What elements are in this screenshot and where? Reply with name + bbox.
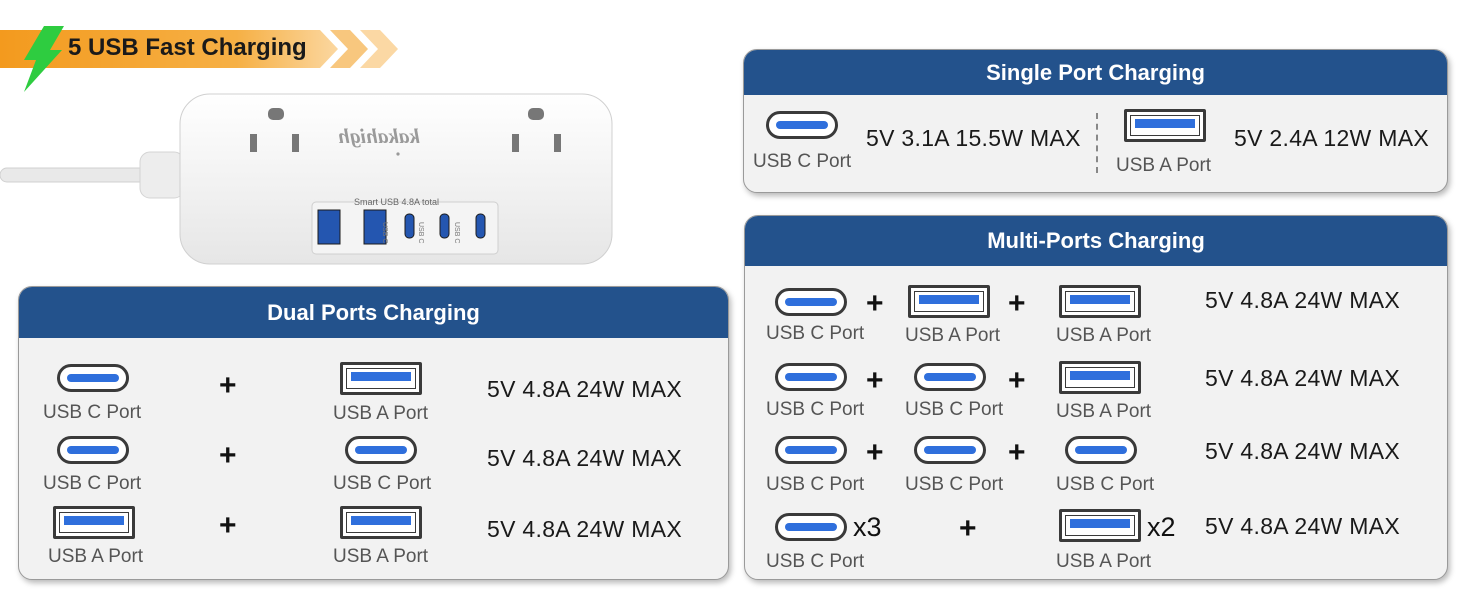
- usb-c-port-mark: USB C: [381, 222, 388, 244]
- single-port-panel: Single Port Charging USB C Port 5V 3.1A …: [743, 49, 1448, 193]
- multi-port-label: USB C Port: [766, 399, 865, 420]
- usb-c-port-icon: [914, 436, 986, 464]
- dual-ports-panel: Dual Ports Charging USB C Port + USB A P…: [18, 286, 729, 580]
- multi-port-label: USB C Port: [766, 323, 865, 344]
- lightning-bolt-icon: [24, 26, 64, 92]
- multi-row-spec: 5V 4.8A 24W MAX: [1205, 513, 1400, 539]
- usb-a-spec: 5V 2.4A 12W MAX: [1234, 125, 1429, 151]
- usb-panel-label: Smart USB 4.8A total: [354, 197, 440, 207]
- plus-sign: +: [219, 369, 237, 402]
- row-left-label: USB C Port: [43, 473, 142, 494]
- multi-port-label: USB A Port: [1056, 325, 1152, 346]
- multi-ports-title: Multi-Ports Charging: [745, 216, 1447, 266]
- usb-c-port-icon: [766, 111, 838, 139]
- usb-c-port-icon: [57, 364, 129, 392]
- usb-a-port-icon: [53, 506, 135, 539]
- usb-c-port-mark: USB C: [453, 222, 460, 244]
- usb-c-port-icon: [775, 363, 847, 391]
- row-right-label: USB A Port: [333, 403, 429, 424]
- multi-port-label: USB A Port: [1056, 551, 1152, 572]
- usb-c-port-icon: [345, 436, 417, 464]
- banner-title: 5 USB Fast Charging: [68, 34, 307, 61]
- multi-port-label: USB A Port: [905, 325, 1001, 346]
- plus-sign: +: [219, 509, 237, 542]
- multi-port-label: USB C Port: [1056, 474, 1155, 495]
- multi-row-spec: 5V 4.8A 24W MAX: [1205, 438, 1400, 464]
- multiplier: x2: [1147, 512, 1176, 542]
- row-spec: 5V 4.8A 24W MAX: [487, 516, 682, 542]
- power-strip-image: [0, 93, 613, 265]
- plus-sign: +: [866, 364, 884, 397]
- plus-sign: +: [1008, 287, 1026, 320]
- multi-row-spec: 5V 4.8A 24W MAX: [1205, 287, 1400, 313]
- multi-ports-panel: Multi-Ports Charging USB C Port + USB A …: [744, 215, 1448, 580]
- row-left-label: USB A Port: [48, 546, 144, 567]
- fast-charging-banner: [0, 30, 398, 68]
- multi-row-spec: 5V 4.8A 24W MAX: [1205, 365, 1400, 391]
- usb-a-port-icon: [908, 285, 990, 318]
- multiplier: x3: [853, 512, 882, 542]
- multi-port-label: USB A Port: [1056, 401, 1152, 422]
- multi-port-label: USB C Port: [905, 474, 1004, 495]
- usb-a-port-icon: [1059, 361, 1141, 394]
- usb-c-port-icon: [1065, 436, 1137, 464]
- usb-a-port-icon: [1059, 509, 1141, 542]
- usb-c-port-icon: [914, 363, 986, 391]
- dual-ports-title: Dual Ports Charging: [19, 287, 728, 338]
- plus-sign: +: [1008, 436, 1026, 469]
- usb-c-label: USB C Port: [753, 151, 852, 172]
- usb-c-port-icon: [57, 436, 129, 464]
- single-port-title: Single Port Charging: [744, 50, 1447, 95]
- multi-port-label: USB C Port: [766, 551, 865, 572]
- row-right-label: USB C Port: [333, 473, 432, 494]
- usb-a-port-icon: [340, 506, 422, 539]
- plus-sign: +: [959, 512, 977, 545]
- row-right-label: USB A Port: [333, 546, 429, 567]
- usb-c-spec: 5V 3.1A 15.5W MAX: [866, 125, 1081, 151]
- multi-port-label: USB C Port: [766, 474, 865, 495]
- brand-logo: kakahigh: [338, 124, 420, 148]
- plus-sign: +: [1008, 364, 1026, 397]
- usb-a-port-icon: [1124, 109, 1206, 142]
- separator: [1096, 113, 1098, 173]
- plus-sign: +: [866, 287, 884, 320]
- plus-sign: +: [866, 436, 884, 469]
- usb-a-label: USB A Port: [1116, 155, 1212, 176]
- usb-a-port-icon: [340, 362, 422, 395]
- plus-sign: +: [219, 439, 237, 472]
- usb-c-port-icon: [775, 436, 847, 464]
- row-spec: 5V 4.8A 24W MAX: [487, 445, 682, 471]
- multi-port-label: USB C Port: [905, 399, 1004, 420]
- usb-a-port-icon: [1059, 285, 1141, 318]
- usb-c-port-mark: USB C: [417, 222, 424, 244]
- row-left-label: USB C Port: [43, 402, 142, 423]
- usb-c-port-icon: [775, 288, 847, 316]
- row-spec: 5V 4.8A 24W MAX: [487, 376, 682, 402]
- usb-c-port-icon: [775, 513, 847, 541]
